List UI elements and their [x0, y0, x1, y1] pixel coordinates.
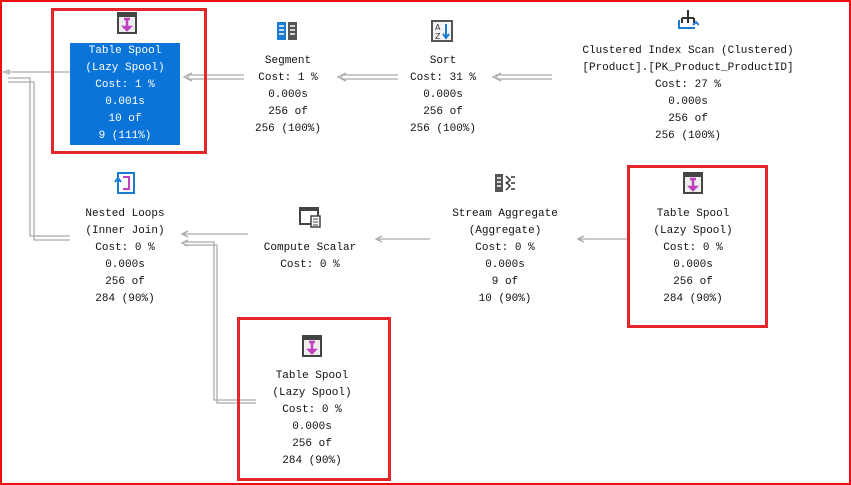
- node-table-spool-right[interactable]: Table Spool (Lazy Spool) Cost: 0 % 0.000s 25…: [628, 206, 758, 308]
- node-text-line: 284 (90%): [282, 455, 342, 467]
- node-text-line: 256 of: [668, 113, 708, 125]
- node-text-line: 0.001s: [105, 96, 145, 108]
- arrow-spool-bottom-to-nested: [180, 239, 256, 404]
- node-text-line: 256 of: [268, 106, 308, 118]
- node-text-line: 0.000s: [485, 259, 525, 271]
- node-text-line: Cost: 27 %: [654, 79, 721, 91]
- node-text-line: 256 of: [423, 106, 463, 118]
- node-text-line: 0.000s: [423, 89, 463, 101]
- node-text-line: Segment: [264, 55, 312, 67]
- node-text-line: Table Spool: [656, 208, 730, 220]
- arrow-nested-loops-out: [8, 77, 70, 241]
- compute-scalar-icon: [299, 207, 321, 228]
- node-nested-loops[interactable]: Nested Loops (Inner Join) Cost: 0 % 0.000s 2…: [55, 206, 195, 308]
- node-label: Stream Aggregate (Aggregate) Cost: 0 % 0.00…: [425, 206, 585, 308]
- arrow-sort-to-segment: [336, 72, 398, 82]
- arrow-spool-top-out: [1, 69, 70, 75]
- node-text-line: 0.000s: [292, 421, 332, 433]
- node-text-line: Cost: 0 %: [663, 242, 723, 254]
- node-text-line: (Aggregate): [468, 225, 542, 237]
- node-text-line: Cost: 0 %: [282, 404, 342, 416]
- node-table-spool-top[interactable]: Table Spool (Lazy Spool) Cost: 1 % 0.001s 10…: [70, 43, 180, 145]
- node-text-line: (Lazy Spool): [272, 387, 352, 399]
- clustered-index-scan-icon: [678, 10, 699, 29]
- node-text-line: Stream Aggregate: [452, 208, 558, 220]
- node-label: Table Spool (Lazy Spool) Cost: 0 % 0.000s 25…: [628, 206, 758, 308]
- node-text-line: Cost: 31 %: [409, 72, 476, 84]
- node-stream-aggregate[interactable]: Stream Aggregate (Aggregate) Cost: 0 % 0.00…: [425, 206, 585, 308]
- node-text-line: Table Spool: [88, 45, 162, 57]
- node-text-line: 256 (100%): [254, 123, 321, 135]
- node-text-line: 0.000s: [268, 89, 308, 101]
- node-text-line: Table Spool: [275, 370, 349, 382]
- node-text-line: Sort: [429, 55, 457, 67]
- table-spool-icon: [683, 172, 703, 194]
- nested-loops-icon: [114, 172, 135, 194]
- node-text-line: (Lazy Spool): [85, 62, 165, 74]
- node-text-line: Cost: 0 %: [475, 242, 535, 254]
- table-spool-icon: [117, 12, 137, 34]
- node-text-line: Compute Scalar: [263, 242, 357, 254]
- svg-text:Z: Z: [435, 32, 441, 41]
- node-label: Clustered Index Scan (Clustered) [Product…: [548, 43, 828, 145]
- node-text-line: 256 (100%): [654, 130, 721, 142]
- node-text-line: 256 of: [292, 438, 332, 450]
- node-text-line: 256 of: [105, 276, 145, 288]
- node-text-line: 256 (100%): [409, 123, 476, 135]
- sort-icon: AZ: [431, 20, 453, 42]
- node-text-line: 9 (111%): [98, 130, 152, 142]
- node-table-spool-bottom[interactable]: Table Spool (Lazy Spool) Cost: 0 % 0.000s 25…: [247, 368, 377, 470]
- svg-text:A: A: [435, 23, 441, 32]
- arrow-agg-to-compute: [374, 235, 430, 243]
- node-text-line: 0.000s: [668, 96, 708, 108]
- node-text-line: 256 of: [673, 276, 713, 288]
- node-text-line: 9 of: [491, 276, 519, 288]
- node-text-line: 10 of: [108, 113, 142, 125]
- arrow-cis-to-sort: [491, 72, 552, 82]
- node-text-line: 0.000s: [105, 259, 145, 271]
- table-spool-icon: [302, 335, 322, 357]
- node-text-line: 284 (90%): [663, 293, 723, 305]
- node-text-line: Cost: 1 %: [258, 72, 318, 84]
- node-text-line: Cost: 0 %: [95, 242, 155, 254]
- node-label: Nested Loops (Inner Join) Cost: 0 % 0.000s 2…: [55, 206, 195, 308]
- node-text-line: Cost: 1 %: [95, 79, 155, 91]
- arrow-spool-to-agg: [576, 235, 628, 243]
- node-text-line: 0.000s: [673, 259, 713, 271]
- segment-icon: [277, 22, 297, 40]
- node-text-line: 10 (90%): [478, 293, 532, 305]
- node-clustered-index-scan[interactable]: Clustered Index Scan (Clustered) [Product…: [548, 43, 828, 145]
- arrow-compute-to-nested: [180, 230, 248, 238]
- node-label: Table Spool (Lazy Spool) Cost: 1 % 0.001s 10…: [70, 43, 180, 145]
- node-text-line: Cost: 0 %: [280, 259, 340, 271]
- arrow-segment-to-spool: [182, 72, 244, 82]
- node-text-line: [Product].[PK_Product_ProductID]: [582, 62, 794, 74]
- node-label: Table Spool (Lazy Spool) Cost: 0 % 0.000s 25…: [247, 368, 377, 470]
- node-text-line: Nested Loops: [85, 208, 165, 220]
- stream-aggregate-icon: [495, 174, 515, 192]
- node-text-line: (Lazy Spool): [653, 225, 733, 237]
- node-text-line: 284 (90%): [95, 293, 155, 305]
- node-text-line: (Inner Join): [85, 225, 165, 237]
- node-text-line: Clustered Index Scan (Clustered): [582, 45, 794, 57]
